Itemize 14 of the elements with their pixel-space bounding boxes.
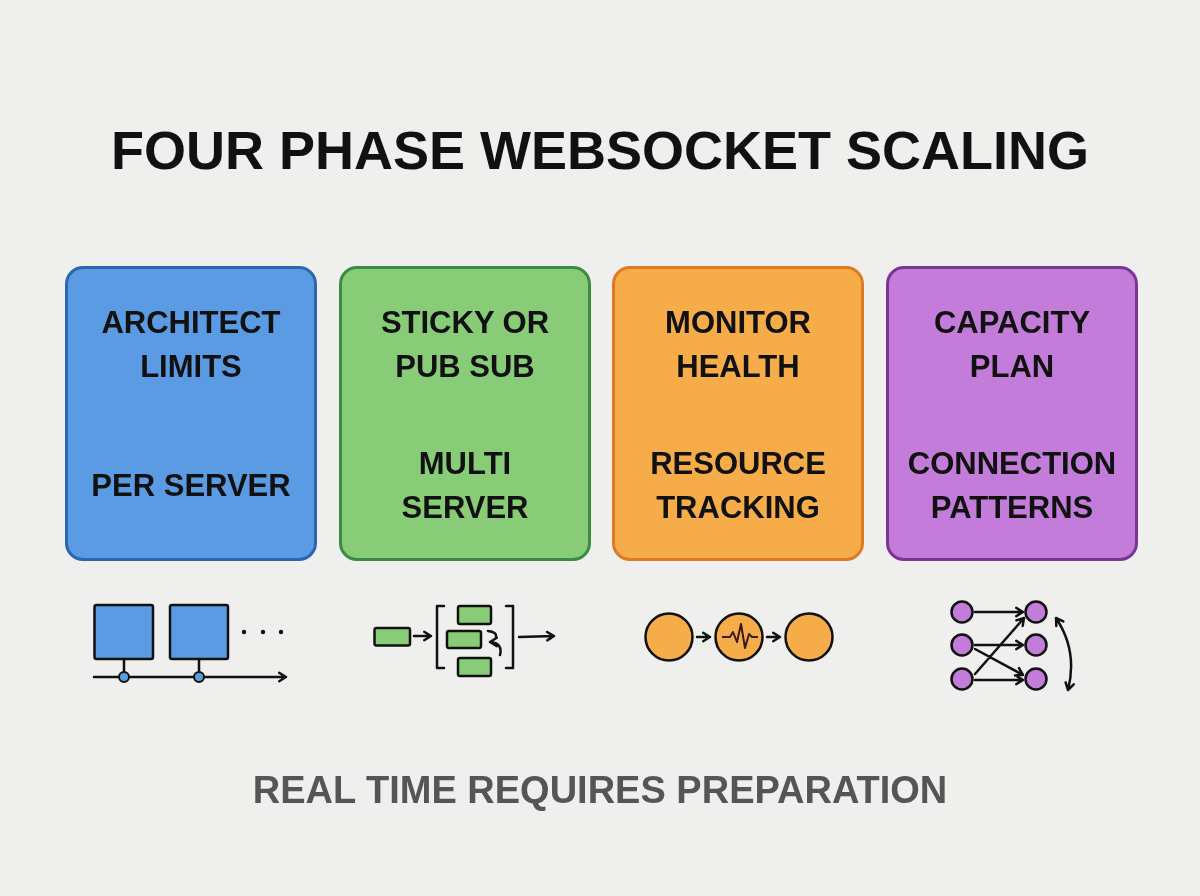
- card-description: RESOURCE TRACKING: [650, 446, 826, 525]
- phase-card: [612, 266, 864, 561]
- card-description: PER SERVER: [91, 468, 291, 503]
- card-description: MULTI SERVER: [401, 446, 529, 525]
- card-heading: STICKY OR PUB SUB: [380, 305, 550, 384]
- phase-card: [65, 266, 317, 561]
- diagram-caption: REAL TIME REQUIRES PREPARATION: [252, 768, 948, 812]
- card-heading: ARCHITECT LIMITS: [101, 305, 281, 384]
- card-heading: MONITOR HEALTH: [665, 305, 811, 384]
- card-heading: CAPACITY PLAN: [933, 305, 1091, 384]
- card-description: CONNECTION PATTERNS: [907, 446, 1117, 525]
- phase-card: [886, 266, 1138, 561]
- diagram-title: FOUR PHASE WEBSOCKET SCALING: [111, 119, 1089, 181]
- phase-card: [339, 266, 591, 561]
